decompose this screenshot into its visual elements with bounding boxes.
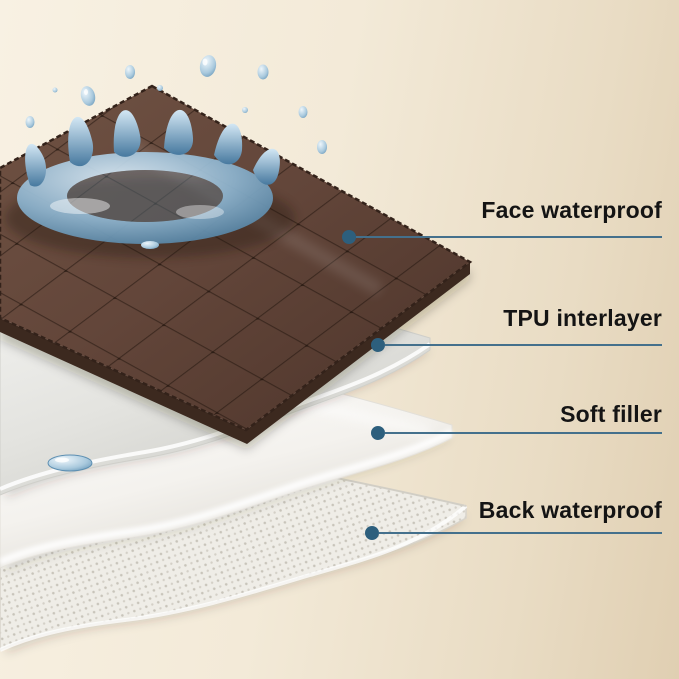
marker-dot-icon [365,526,379,540]
label-tpu-interlayer: TPU interlayer [503,305,662,331]
label-back-waterproof: Back waterproof [478,497,662,523]
splash-droplets [25,55,327,249]
splash-inner-surface [67,170,223,222]
splash-shadow [5,178,295,258]
face-quilt-pattern [0,86,470,430]
annotation-dots [342,230,385,540]
label-face-waterproof: Face waterproof [481,197,662,223]
label-soft-filler: Soft filler [560,401,662,427]
annotation-leaders [356,236,662,534]
water-splash-icon [5,55,327,258]
marker-dot-icon [371,338,385,352]
back-layer-edge-highlight [0,504,468,652]
splash-ring [17,152,273,244]
filler-fluffy-edge [0,428,454,566]
splash-crown-spikes [25,109,280,187]
marker-dot-icon [371,426,385,440]
marker-dot-icon [342,230,356,244]
splash-highlights [50,58,224,219]
